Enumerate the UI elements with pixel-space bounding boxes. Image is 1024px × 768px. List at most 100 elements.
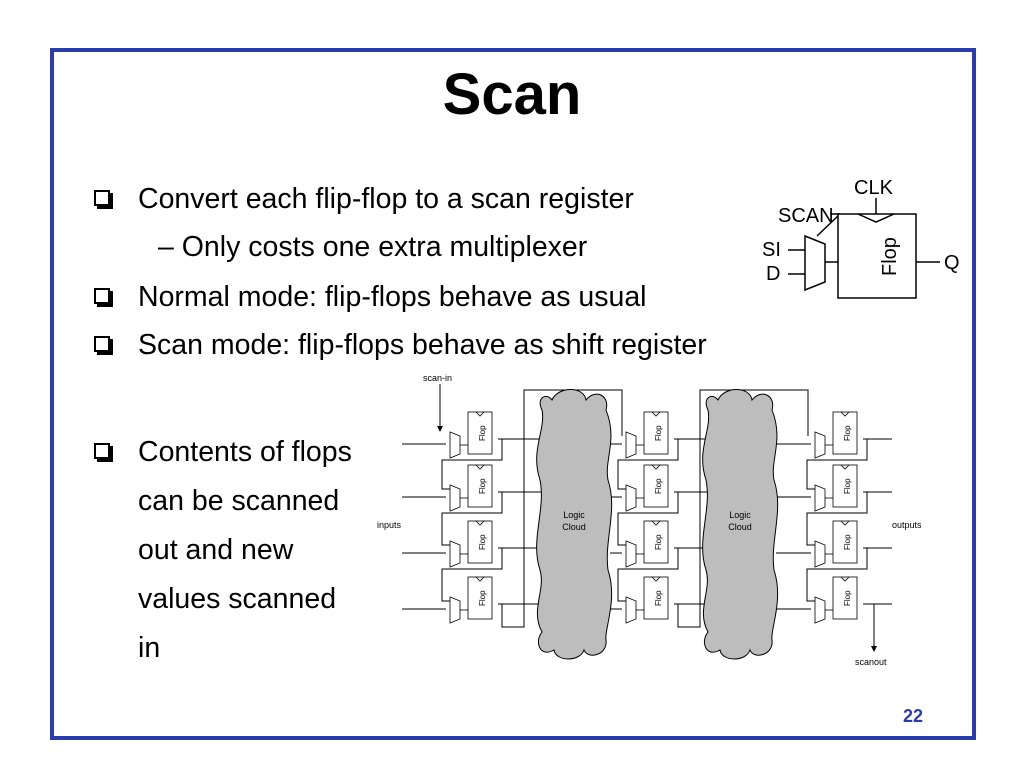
clock-wedge — [840, 520, 850, 526]
checkbox-bullet-icon — [94, 443, 113, 462]
scan-flop: Flop — [449, 411, 493, 459]
sub-bullet-multiplexer: – Only costs one extra multiplexer — [158, 231, 588, 263]
logic-cloud-shape — [702, 389, 779, 660]
scan-flop: Flop — [814, 411, 858, 459]
flop-label: Flop — [654, 425, 663, 441]
mux-shape — [625, 484, 637, 512]
logic-cloud-label: Cloud — [562, 522, 586, 532]
arrow-head — [437, 426, 443, 432]
flop-label: Flop — [879, 237, 901, 276]
mux-shape — [625, 431, 637, 459]
checkbox-bullet-icon — [94, 336, 113, 355]
bullet-convert: Convert each flip-flop to a scan registe… — [94, 183, 634, 215]
bullet-contents-of-flops: Contents of flops can be scanned out and… — [94, 428, 352, 673]
flop-rect — [832, 576, 858, 620]
clock-wedge — [651, 576, 661, 582]
flop-label: Flop — [478, 534, 487, 550]
flop-label: Flop — [843, 590, 852, 606]
clock-wedge — [651, 411, 661, 417]
flop-rect — [643, 576, 669, 620]
page-number: 22 — [903, 706, 924, 726]
flop-rect — [643, 520, 669, 564]
bullet-text: Normal mode: flip-flops behave as usual — [138, 281, 647, 313]
clock-wedge — [840, 576, 850, 582]
flop-label: Flop — [843, 534, 852, 550]
contents-line-5: in — [138, 632, 161, 664]
bullet-text: Scan mode: flip-flops behave as shift re… — [138, 329, 707, 361]
contents-line-1: Contents of flops — [138, 436, 352, 468]
scan-flop: Flop — [814, 520, 858, 568]
flop-rect — [467, 520, 493, 564]
clock-wedge — [651, 464, 661, 470]
flop-rect — [832, 411, 858, 455]
flop-rect — [643, 464, 669, 508]
wire — [617, 492, 679, 546]
clk-label: CLK — [854, 177, 894, 199]
wire — [806, 492, 868, 546]
slide-frame — [50, 48, 976, 740]
flop-rect — [832, 520, 858, 564]
flop-label: Flop — [843, 478, 852, 494]
checkbox-bullet-icon — [94, 288, 113, 307]
d-label: D — [766, 263, 780, 285]
wire — [677, 389, 809, 628]
contents-line-4: values scanned — [138, 583, 337, 615]
bullet-text: Convert each flip-flop to a scan registe… — [138, 183, 634, 215]
bullet-normal-mode: Normal mode: flip-flops behave as usual — [94, 281, 647, 313]
scan-flop: Flop — [449, 464, 493, 512]
scan-flop: Flop — [625, 464, 669, 512]
mux-shape — [814, 540, 826, 568]
flop-label: Flop — [654, 478, 663, 494]
flop-rect — [832, 464, 858, 508]
scan-flop: Flop — [814, 464, 858, 512]
wire — [617, 439, 679, 490]
flop-label: Flop — [654, 590, 663, 606]
mux-shape — [449, 484, 461, 512]
mux-shape — [449, 431, 461, 459]
clock-wedge — [475, 464, 485, 470]
scan-mux-shape — [804, 234, 826, 292]
scan-label: SCAN — [778, 205, 834, 227]
mux-shape — [814, 596, 826, 624]
inputs-label: inputs — [377, 520, 402, 530]
scan-chain-wires — [402, 384, 892, 652]
clock-wedge — [475, 520, 485, 526]
logic-cloud-label: Logic — [729, 510, 751, 520]
logic-cloud-shape — [536, 389, 613, 660]
checkbox-bullet-icon — [94, 190, 113, 209]
wire — [501, 389, 623, 628]
flop-grid: FlopFlopFlopFlopFlopFlopFlopFlopFlopFlop… — [449, 411, 858, 624]
outputs-label: outputs — [892, 520, 922, 530]
flop-rect — [643, 411, 669, 455]
flop-label: Flop — [654, 534, 663, 550]
clock-wedge — [475, 411, 485, 417]
wire — [441, 439, 503, 490]
flop-label: Flop — [478, 425, 487, 441]
flop-label: Flop — [478, 590, 487, 606]
contents-line-3: out and new — [138, 534, 294, 566]
scan-flop: Flop — [625, 576, 669, 624]
mux-shape — [449, 596, 461, 624]
mux-shape — [449, 540, 461, 568]
scan-flop: Flop — [625, 411, 669, 459]
wire — [441, 492, 503, 546]
clock-wedge — [475, 576, 485, 582]
q-label: Q — [944, 252, 960, 274]
slide-title: Scan — [442, 62, 582, 127]
scan-flop: Flop — [449, 576, 493, 624]
wire — [806, 548, 868, 602]
mux-shape — [814, 484, 826, 512]
mux-shape — [625, 596, 637, 624]
wire — [441, 548, 503, 602]
wire — [806, 439, 868, 490]
arrow-head — [871, 646, 877, 652]
scan-flop: Flop — [625, 520, 669, 568]
contents-line-2: can be scanned — [138, 485, 340, 517]
flop-label: Flop — [843, 425, 852, 441]
clock-wedge — [840, 464, 850, 470]
flop-rect — [467, 464, 493, 508]
